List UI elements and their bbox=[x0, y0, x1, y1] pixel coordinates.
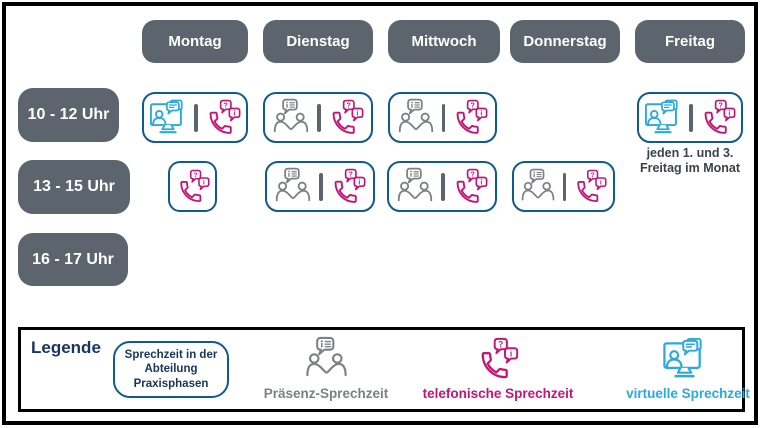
presence-sprechzeit-icon bbox=[396, 98, 436, 138]
divider bbox=[441, 172, 445, 201]
time-label: 13 - 15 Uhr bbox=[33, 178, 115, 195]
legend-label-virtual: virtuelle Sprechzeit bbox=[626, 386, 750, 401]
divider bbox=[317, 103, 321, 132]
divider bbox=[441, 103, 446, 132]
legend-praxisphasen-box: Sprechzeit in der Abteilung Praxisphasen bbox=[113, 341, 229, 398]
time-slot-13-15: 13 - 15 Uhr bbox=[18, 160, 130, 214]
day-label: Freitag bbox=[664, 33, 715, 50]
cell-dienstag-13-15 bbox=[265, 161, 375, 212]
phone-sprechzeit-icon bbox=[329, 168, 367, 206]
day-label: Dienstag bbox=[286, 33, 350, 50]
virtual-sprechzeit-icon bbox=[148, 98, 188, 138]
virtual-sprechzeit-icon bbox=[643, 98, 683, 138]
freitag-note-line1: jeden 1. und 3. bbox=[646, 146, 734, 160]
legend-title: Legende bbox=[31, 338, 101, 357]
presence-sprechzeit-icon bbox=[271, 98, 311, 138]
day-header-donnerstag: Donnerstag bbox=[510, 20, 620, 63]
legend-box-line3: Praxisphasen bbox=[133, 377, 209, 390]
phone-sprechzeit-icon bbox=[451, 168, 489, 206]
cell-montag-10-12 bbox=[142, 92, 248, 143]
phone-sprechzeit-icon bbox=[572, 169, 608, 205]
phone-sprechzeit-icon bbox=[204, 99, 242, 137]
phone-sprechzeit-icon bbox=[699, 99, 737, 137]
divider bbox=[562, 172, 567, 201]
virtual-sprechzeit-icon bbox=[661, 336, 708, 383]
legend-label-presence: Präsenz-Sprechzeit bbox=[263, 386, 389, 401]
legend-box-line2: Abteilung bbox=[144, 363, 198, 376]
time-label: 10 - 12 Uhr bbox=[27, 106, 110, 123]
cell-freitag-10-12 bbox=[637, 92, 743, 143]
phone-sprechzeit-icon bbox=[175, 169, 211, 205]
divider bbox=[319, 172, 323, 201]
cell-mittwoch-13-15 bbox=[387, 161, 497, 212]
day-header-dienstag: Dienstag bbox=[263, 20, 373, 63]
cell-donnerstag-13-15 bbox=[512, 161, 615, 212]
time-slot-16-17: 16 - 17 Uhr bbox=[18, 233, 128, 286]
phone-sprechzeit-icon bbox=[475, 337, 520, 382]
presence-sprechzeit-icon bbox=[519, 168, 557, 206]
phone-sprechzeit-icon bbox=[451, 99, 489, 137]
legend-box-line1: Sprechzeit in der bbox=[124, 348, 218, 361]
day-header-mittwoch: Mittwoch bbox=[388, 20, 500, 63]
freitag-note: jeden 1. und 3. Freitag im Monat bbox=[627, 146, 753, 177]
divider bbox=[194, 103, 198, 132]
presence-sprechzeit-icon bbox=[273, 167, 313, 207]
phone-sprechzeit-icon bbox=[327, 99, 365, 137]
day-label: Donnerstag bbox=[523, 33, 607, 50]
freitag-note-line2: Freitag im Monat bbox=[639, 161, 740, 176]
cell-montag-13-15 bbox=[168, 161, 217, 212]
legend-box: Legende Sprechzeit in der Abteilung Prax… bbox=[18, 327, 750, 412]
cell-mittwoch-10-12 bbox=[388, 92, 497, 143]
time-label: 16 - 17 Uhr bbox=[32, 250, 114, 268]
time-slot-10-12: 10 - 12 Uhr bbox=[18, 88, 119, 142]
day-header-montag: Montag bbox=[142, 20, 248, 63]
day-label: Mittwoch bbox=[411, 33, 477, 50]
cell-dienstag-10-12 bbox=[263, 92, 373, 143]
day-header-freitag: Freitag bbox=[635, 20, 745, 63]
legend-label-phone: telefonische Sprechzeit bbox=[422, 386, 574, 401]
day-label: Montag bbox=[168, 33, 222, 50]
presence-sprechzeit-icon bbox=[303, 336, 350, 383]
divider bbox=[689, 103, 693, 132]
presence-sprechzeit-icon bbox=[395, 167, 435, 207]
